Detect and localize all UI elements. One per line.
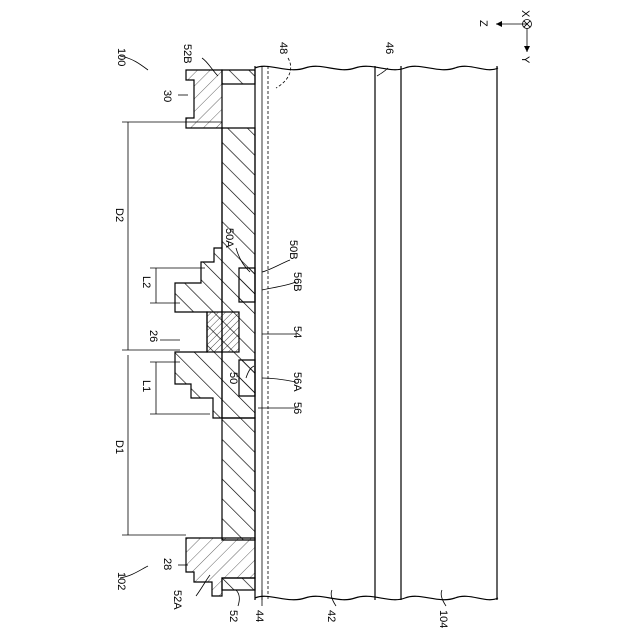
- label-pad-50a: 50A: [223, 228, 235, 248]
- label-terminal-top: 30: [161, 90, 173, 102]
- label-chip: 26: [147, 330, 159, 342]
- label-pattern-56a: 56A: [291, 372, 303, 392]
- axis-label-y: Y: [519, 56, 531, 64]
- conductor-lower: [222, 418, 255, 540]
- label-terminal-top-part: 52B: [181, 44, 193, 64]
- label-pattern-56b: 56B: [291, 272, 303, 292]
- pad-50: [239, 360, 255, 396]
- axis-label-x: X: [519, 10, 531, 18]
- terminal-top: [186, 70, 222, 128]
- label-device: 100: [115, 48, 127, 66]
- leader-lines: [120, 56, 446, 606]
- label-pad-50b: 50B: [287, 240, 299, 260]
- label-device-alt: 102: [115, 572, 127, 590]
- axis-label-z: Z: [477, 20, 489, 27]
- label-pad-50: 50: [227, 372, 239, 384]
- label-terminal-bottom: 28: [161, 558, 173, 570]
- label-substrate: 104: [437, 610, 449, 628]
- pad-50b: [239, 268, 255, 302]
- label-bottom-part: 52: [227, 610, 239, 622]
- label-terminal-bottom-part: 52A: [171, 590, 183, 610]
- label-layer-44: 44: [253, 610, 265, 622]
- terminal-top-part: [222, 70, 255, 84]
- axis-indicator: Z X Y: [477, 10, 532, 64]
- label-dim-l1: L1: [140, 380, 152, 392]
- terminal-bottom-part: [222, 578, 255, 590]
- label-dim-d2: D2: [113, 208, 125, 222]
- chip: [207, 312, 239, 352]
- label-pattern-54: 54: [291, 326, 303, 338]
- boss-upper: [175, 128, 222, 418]
- label-pattern-56: 56: [291, 402, 303, 414]
- label-layer-48: 48: [277, 42, 289, 54]
- label-layer-46: 46: [383, 42, 395, 54]
- label-dim-l2: L2: [140, 276, 152, 288]
- label-layer-42: 42: [325, 610, 337, 622]
- label-dim-d1: D1: [113, 440, 125, 454]
